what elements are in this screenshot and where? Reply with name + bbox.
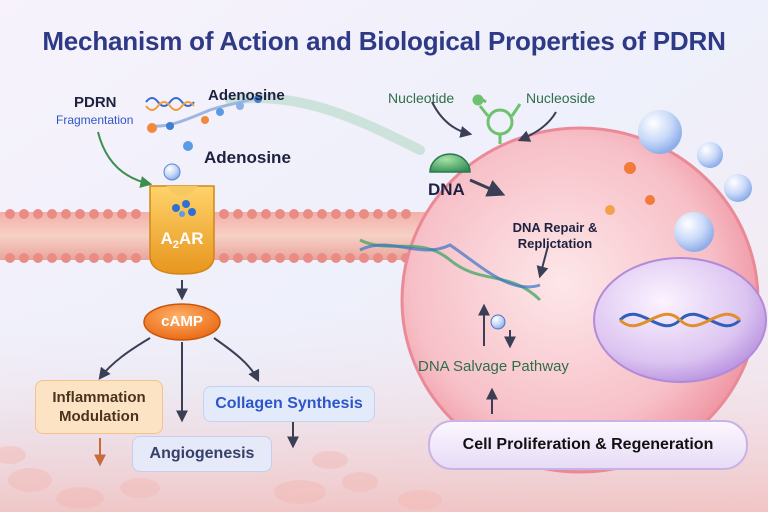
salvage-molecule-icon: [490, 314, 506, 330]
nucleoside-arrow: [517, 111, 557, 142]
crossing-dna-helix: [359, 238, 542, 302]
nucleotide-arrow: [431, 101, 473, 138]
nucleoside-label: Nucleoside: [526, 90, 596, 106]
adenosine-molecule-icon: [163, 163, 181, 181]
dna-repair-label: DNA Repair & Replictation: [512, 220, 598, 251]
adenosine-top-label: Adenosine: [208, 87, 285, 104]
dna-dome-icon: [429, 153, 471, 173]
receptor-label: A2AR: [161, 229, 204, 251]
adenosine-main-label: Adenosine: [204, 148, 291, 167]
adenosine-fragments-icon: [147, 94, 263, 151]
camp-node: [143, 303, 221, 341]
cell-proliferation-box: Cell Proliferation & Regeneration: [428, 420, 748, 470]
a2ar-receptor-icon: [149, 185, 215, 275]
pdrn-label: PDRN: [74, 94, 117, 111]
nucleotide-label: Nucleotide: [388, 90, 455, 106]
angiogenesis-box: Angiogenesis: [132, 436, 272, 472]
inflammation-box: Inflammation Modulation: [35, 380, 163, 434]
salvage-pathway-label: DNA Salvage Pathway: [418, 358, 569, 375]
nucleotide-molecule-icon: [472, 94, 522, 144]
camp-label: cAMP: [161, 313, 203, 330]
dna-to-repair-arrow: [469, 178, 506, 197]
repair-down-arrow: [536, 245, 549, 279]
collagen-box: Collagen Synthesis: [203, 386, 375, 422]
vesicles: [605, 110, 752, 252]
pdrn-to-receptor-arrow: [97, 131, 153, 188]
nucleus-dna-helix: [618, 312, 742, 328]
dna-label: DNA: [428, 180, 465, 199]
pdrn-strand-icon: [145, 97, 195, 111]
camp-to-collagen-arrow: [213, 337, 260, 383]
page-title: Mechanism of Action and Biological Prope…: [42, 26, 726, 56]
target-cell: [400, 126, 767, 474]
tissue-cells: [0, 446, 442, 510]
camp-to-inflammation-arrow: [98, 337, 151, 380]
fragmentation-label: Fragmentation: [56, 113, 134, 127]
cell-membrane: [0, 209, 470, 263]
